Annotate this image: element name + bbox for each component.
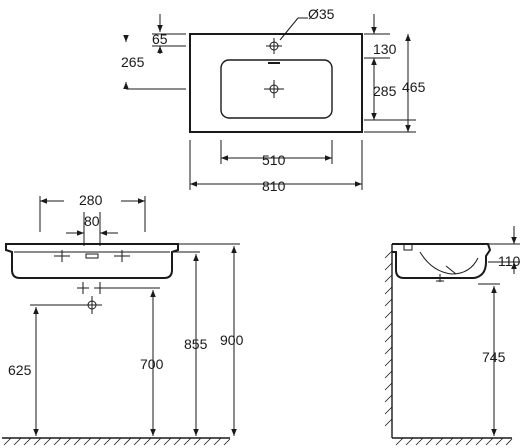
- dim-265-label: 265: [121, 54, 145, 70]
- dim-745-label: 745: [482, 349, 506, 365]
- floor-hatch-side: [395, 437, 513, 446]
- tap-hole-icon: [266, 38, 282, 54]
- dim-465-label: 465: [402, 79, 426, 95]
- dim-810-label: 810: [262, 178, 286, 194]
- dim-510-label: 510: [262, 152, 286, 168]
- dim-900-label: 900: [220, 332, 244, 348]
- side-view: 110 745: [384, 226, 521, 446]
- basin-side-outline: [392, 243, 492, 279]
- dim-625-label: 625: [8, 362, 32, 378]
- dim-280-label: 280: [79, 192, 103, 208]
- dim-855-label: 855: [184, 336, 208, 352]
- dim-80-label: 80: [84, 213, 100, 229]
- drain-icon: [264, 80, 284, 98]
- dim-285-label: 285: [373, 83, 397, 99]
- top-view: Ø35 65 265 130 285 465 510 810: [121, 6, 426, 194]
- wall-hatch: [384, 250, 393, 427]
- bowl-outline-top: [220, 59, 333, 119]
- dim-110-label: 110: [498, 253, 521, 269]
- dim-700-label: 700: [140, 356, 164, 372]
- floor-hatch: [3, 437, 231, 446]
- tap-right-icon: [114, 250, 130, 262]
- tap-left-icon: [54, 250, 70, 262]
- front-view: 280 80 625 700 855: [2, 192, 244, 446]
- hole-diameter-label: Ø35: [308, 6, 335, 22]
- dim-130-label: 130: [373, 41, 397, 57]
- dim-65-label: 65: [152, 31, 168, 47]
- basin-front-outline: [5, 243, 179, 279]
- basin-outline-top: [189, 33, 363, 133]
